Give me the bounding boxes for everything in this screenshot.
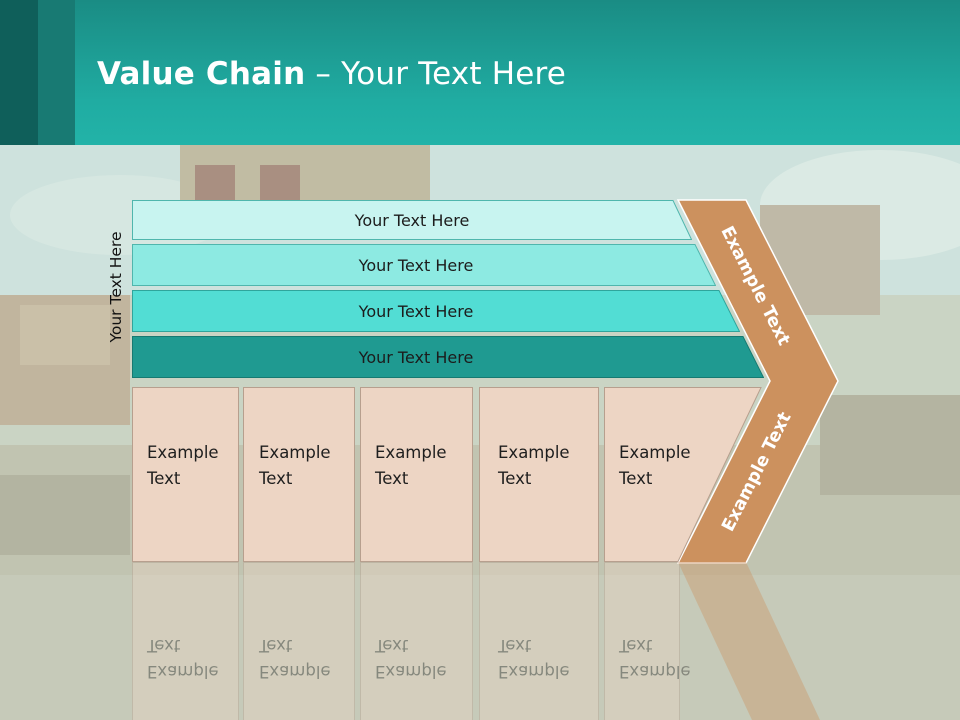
box-text-line2: Text (259, 469, 293, 488)
row-shape (132, 244, 716, 286)
row-shape (132, 336, 764, 378)
row-label: Your Text Here (358, 255, 474, 275)
title-rest: – Your Text Here (305, 56, 567, 92)
activity-box-4[interactable]: Example Text (479, 387, 599, 562)
value-row-4[interactable]: Your Text Here (132, 336, 764, 378)
box-text-line1: Example (498, 443, 570, 462)
background-photo (0, 145, 960, 720)
header-accent-bar (0, 0, 38, 145)
activity-box-3[interactable]: Example Text (360, 387, 473, 562)
box-text-line2: Text (619, 469, 653, 488)
row-label: Your Text Here (358, 301, 474, 321)
activity-box-5[interactable]: Example Text (604, 387, 762, 562)
activity-box-2[interactable]: Example Text (243, 387, 355, 562)
value-row-3[interactable]: Your Text Here (132, 290, 740, 332)
box-text-line2: Text (147, 469, 181, 488)
row-shape (132, 200, 692, 240)
row-label: Your Text Here (358, 347, 474, 367)
header-accent-bar (38, 0, 75, 145)
box-text-line1: Example (259, 443, 331, 462)
box-shape (604, 387, 762, 562)
header-band: Value Chain – Your Text Here (0, 0, 960, 145)
row-shape (132, 290, 740, 332)
row-label: Your Text Here (354, 210, 470, 230)
title-bold: Value Chain (97, 56, 306, 92)
box-text-line1: Example (147, 443, 219, 462)
activity-box-1[interactable]: Example Text (132, 387, 239, 562)
box-text-line2: Text (498, 469, 532, 488)
box-text-line1: Example (619, 443, 691, 462)
slide-title[interactable]: Value Chain – Your Text Here (97, 56, 566, 92)
box-text-line1: Example (375, 443, 447, 462)
value-row-2[interactable]: Your Text Here (132, 244, 716, 286)
value-row-1[interactable]: Your Text Here (132, 200, 692, 240)
box-text-line2: Text (375, 469, 409, 488)
